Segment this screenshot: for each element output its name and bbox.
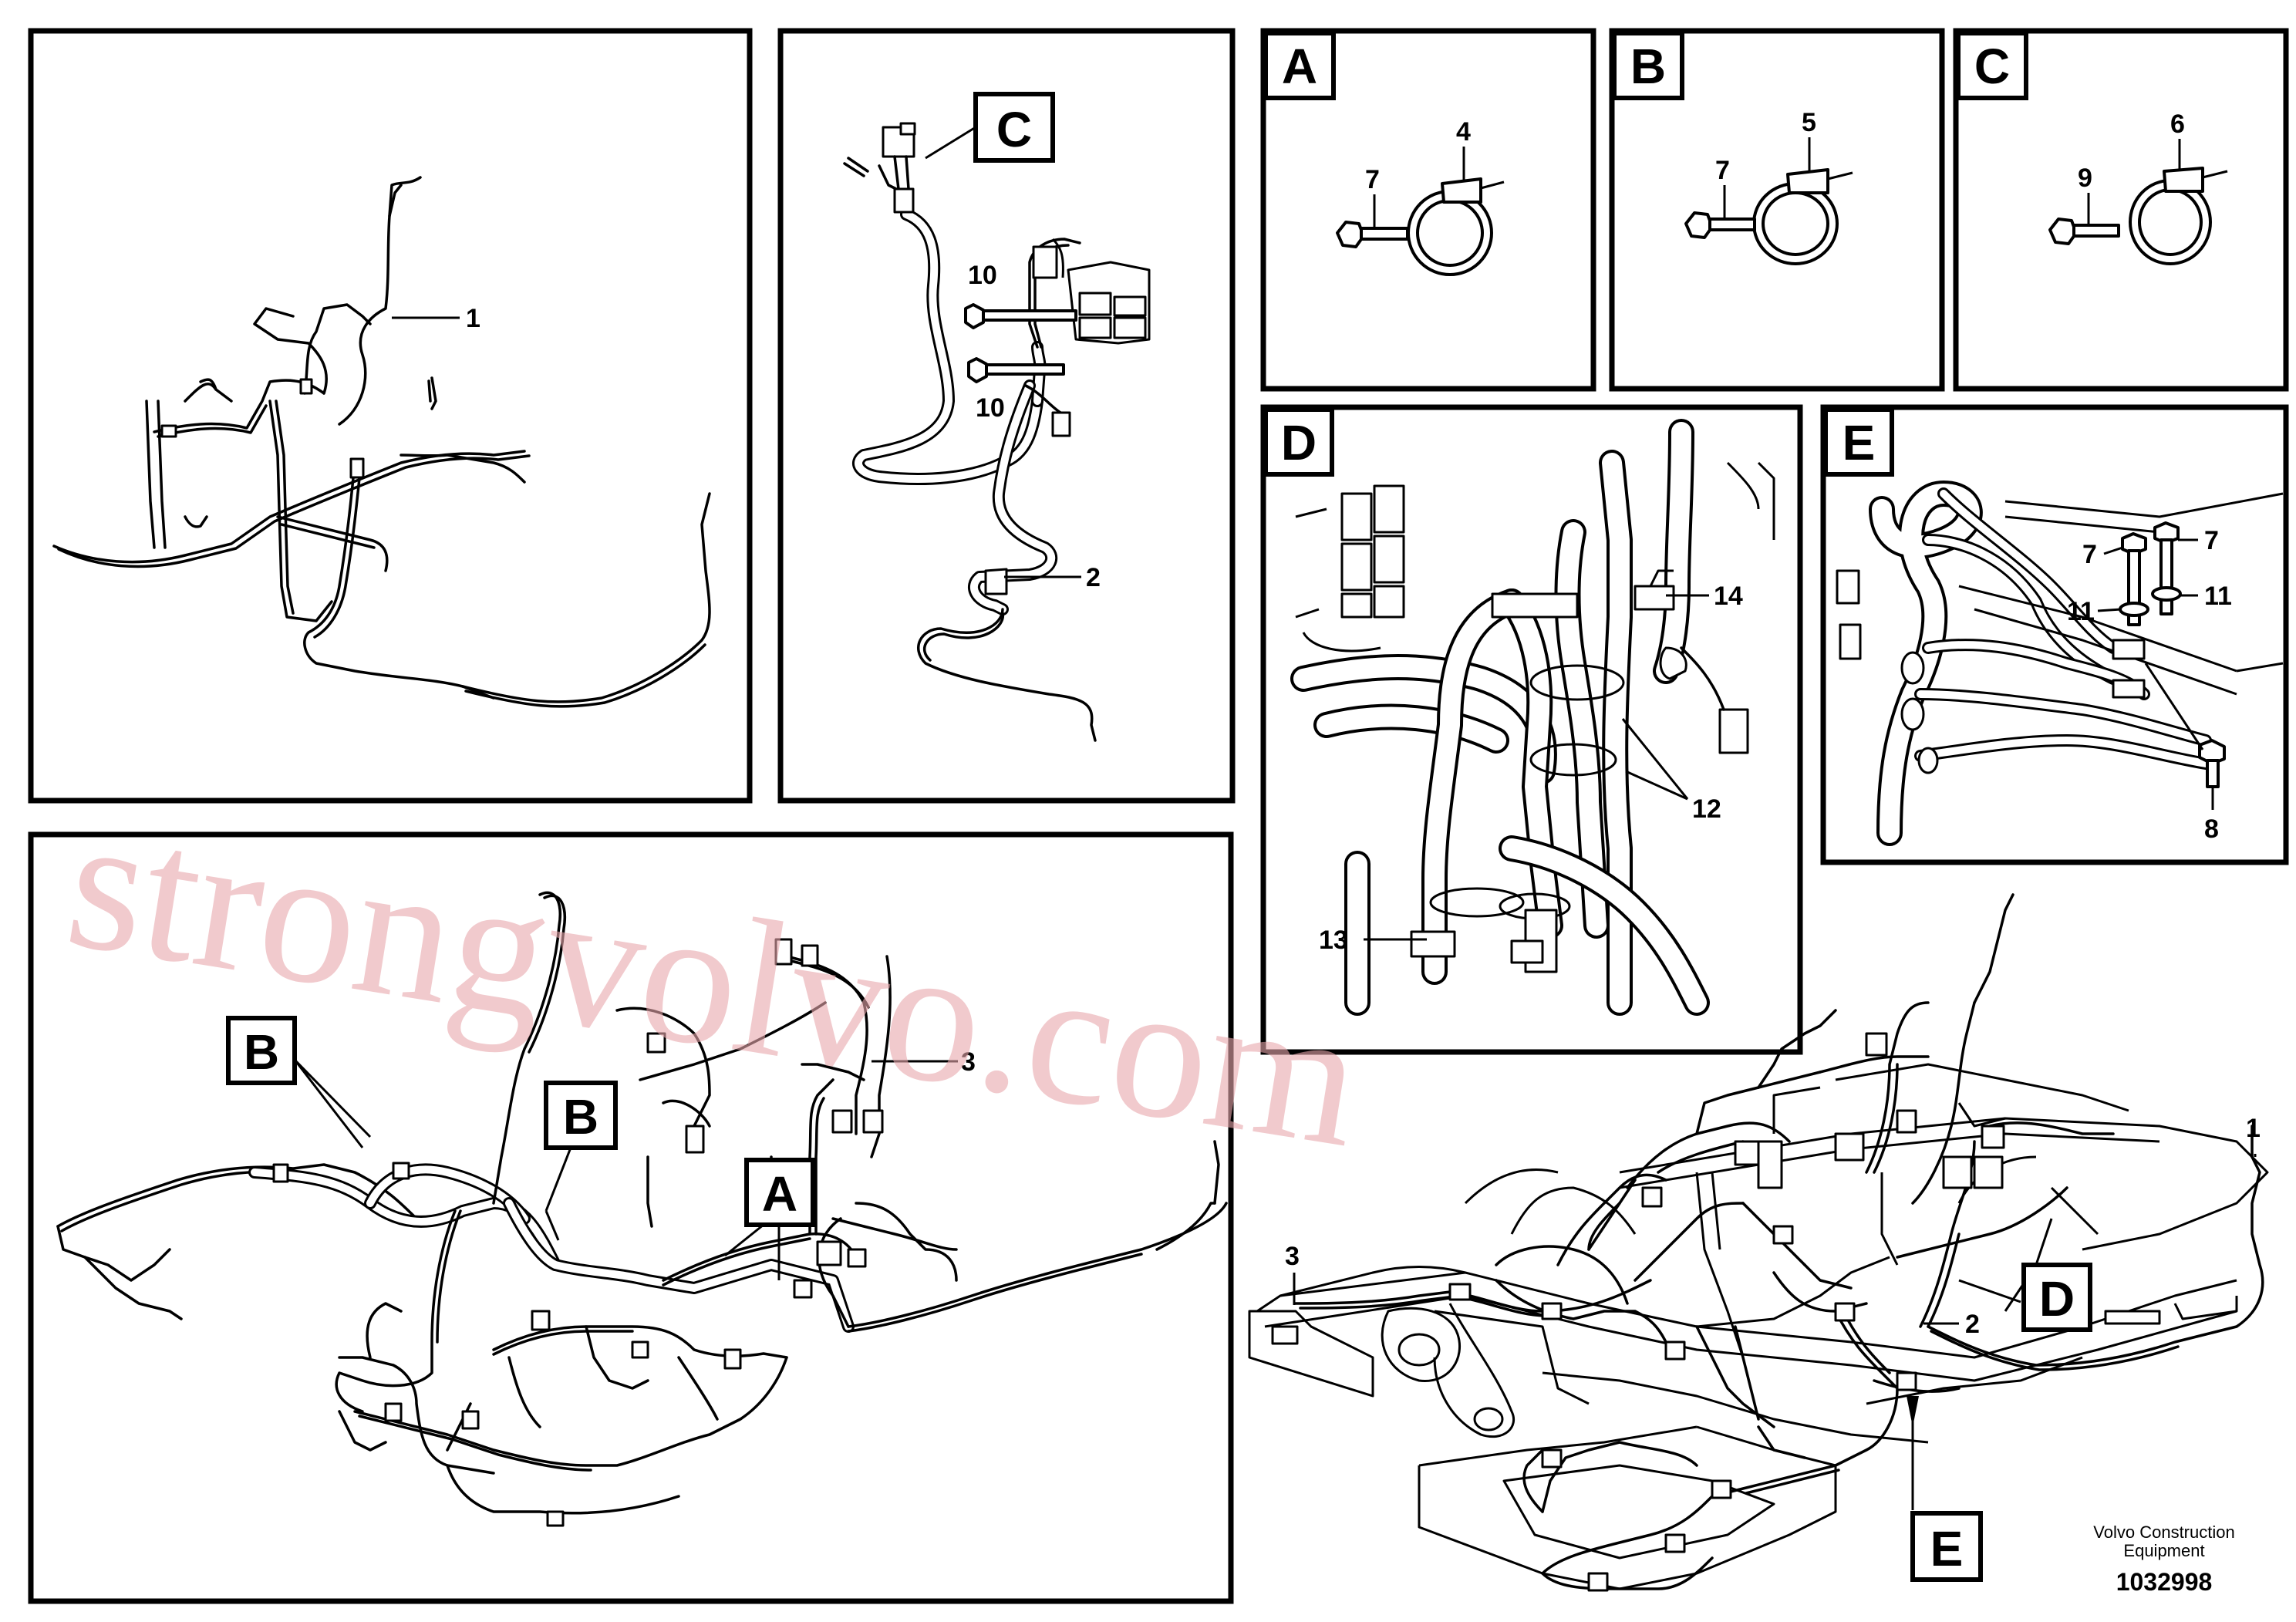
panel-detail-e: E (1820, 404, 2289, 865)
leader-line (544, 1147, 572, 1212)
bolt-lower (967, 357, 1065, 383)
clamp-4 (1407, 177, 1505, 276)
tag-d-frame-label: D (2039, 1271, 2075, 1327)
part-label-1-frame: 1 (2246, 1114, 2261, 1143)
tag-c-detail (1956, 31, 2028, 100)
leader-line (544, 1210, 560, 1241)
bolt-7 (1684, 211, 1756, 239)
tag-b (1612, 31, 1684, 100)
detail-d-drawing (1290, 419, 1775, 1016)
part-label-14: 14 (1714, 582, 1743, 611)
drawing-number: 1032998 (2116, 1568, 2213, 1596)
part-label-10-upper: 10 (968, 261, 997, 290)
frame-assembly: D E 1 3 2 (1248, 893, 2269, 1592)
leader-line (1958, 1279, 2021, 1303)
leader-line (2097, 608, 2122, 612)
overview-harness-drawing (56, 891, 1228, 1527)
detail-e-drawing (1836, 481, 2284, 846)
clamp-5 (1752, 168, 1853, 265)
frame-harness-drawing (1271, 893, 2264, 1592)
tag-e-frame (1910, 1511, 1983, 1582)
tag-b-label: B (1630, 39, 1666, 94)
part-label-6: 6 (2170, 110, 2185, 139)
part-label-1: 1 (466, 304, 480, 333)
panel-overview-harness: B B A 3 (28, 831, 1234, 1604)
company-name: Volvo Construction (2093, 1523, 2234, 1542)
leader-line (293, 1058, 372, 1148)
part-label-9: 9 (2078, 164, 2092, 193)
tag-e-frame-label: E (1930, 1521, 1964, 1576)
panel-detail-b: B 5 7 (1609, 28, 1945, 392)
panel-main-harness: 1 (28, 28, 753, 804)
part-label-2: 2 (1086, 563, 1101, 592)
main-harness-drawing (52, 176, 711, 708)
panel-detail-d: D (1260, 404, 1803, 1055)
part-label-13: 13 (1319, 926, 1348, 955)
leader-line (925, 126, 976, 160)
tag-b-right (544, 1081, 618, 1150)
part-label-5: 5 (1802, 108, 1816, 137)
panel-detail-a: A 4 7 (1260, 28, 1596, 392)
bolt-9 (2048, 218, 2120, 245)
tag-b-left-label: B (244, 1024, 279, 1080)
part-label-11-left: 11 (2067, 597, 2095, 626)
tag-d (1263, 407, 1334, 477)
tag-a-overview-label: A (762, 1166, 797, 1222)
tag-c-label: C (996, 102, 1032, 157)
panel-cab-harness: C 10 10 2 (777, 28, 1236, 804)
tag-c-detail-label: C (1974, 39, 2010, 94)
footer: Volvo Construction Equipment 1032998 (2093, 1523, 2234, 1596)
part-label-7: 7 (1715, 156, 1730, 185)
part-label-12: 12 (1692, 794, 1721, 824)
part-label-10-lower: 10 (976, 393, 1005, 423)
bolt-8 (2198, 739, 2226, 788)
part-label-8: 8 (2204, 814, 2219, 844)
part-label-7: 7 (1365, 165, 1380, 194)
part-label-11-right: 11 (2204, 582, 2232, 611)
tag-b-right-label: B (563, 1089, 598, 1145)
cab-harness-drawing (843, 122, 1151, 742)
part-label-7-right: 7 (2204, 526, 2219, 555)
tag-a-label: A (1282, 39, 1317, 94)
panel-frame (28, 831, 1234, 1604)
bolt-7 (1336, 221, 1409, 248)
part-label-3-frame: 3 (1285, 1242, 1300, 1271)
leader-line (2103, 546, 2123, 555)
tag-e (1823, 407, 1894, 477)
leader-line (1621, 718, 1689, 801)
leader-line (724, 1223, 781, 1280)
part-label-4: 4 (1456, 117, 1471, 147)
part-label-7-left: 7 (2082, 540, 2097, 569)
part-label-2-frame: 2 (1965, 1310, 1980, 1339)
clamp-6 (2129, 167, 2228, 265)
part-label-3: 3 (961, 1047, 976, 1077)
panel-detail-c: C 6 9 (1953, 28, 2289, 392)
tag-d-label: D (1281, 415, 1317, 470)
tag-d-frame (2021, 1263, 2092, 1332)
tag-e-label: E (1843, 415, 1876, 470)
bolt-upper (964, 303, 1077, 329)
tag-c (973, 92, 1055, 163)
panel-frame (28, 28, 753, 804)
tag-b-left (226, 1016, 297, 1085)
tag-a (1263, 31, 1336, 100)
company-name-line2: Equipment (2123, 1541, 2204, 1560)
